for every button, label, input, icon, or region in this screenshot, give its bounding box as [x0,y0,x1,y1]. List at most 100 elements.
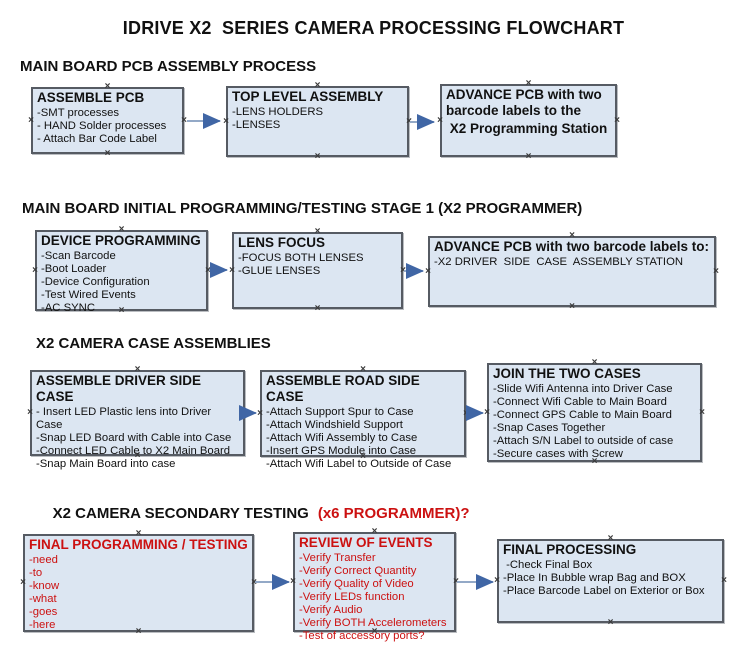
box-item: -Connect GPS Cable to Main Board [493,409,672,421]
connection-point-icon [399,267,407,275]
box-item: -SMT processes [37,107,120,119]
box-items: X2 Programming Station [446,120,612,137]
box-advance-pcb-programming-station: ADVANCE PCB with two barcode labels to t… [440,84,617,157]
box-item: -Snap Cases Together [493,422,606,434]
connection-point-icon [19,579,27,587]
box-items: -Slide Wifi Antenna into Driver Case -Con… [493,383,697,461]
box-items: -Check Final Box-Place In Bubble wrap Ba… [503,559,719,598]
box-item: -LENSES [232,119,281,131]
box-title: ASSEMBLE PCB [37,90,145,105]
section-header-secondary-testing-text: X2 CAMERA SECONDARY TESTING [52,505,309,522]
box-item: -FOCUS BOTH LENSES [238,252,364,264]
connection-point-icon [250,579,258,587]
connection-point-icon [483,409,491,417]
connection-point-icon [452,578,460,586]
box-item: -Test of accessory ports? [299,630,425,642]
box-advance-pcb-driver-side-station: ADVANCE PCB with two barcode labels to: … [428,236,716,307]
box-item: -Attach Wifi Label to Outside of Case [266,458,452,470]
connection-point-icon [289,578,297,586]
connection-point-icon [26,409,34,417]
box-title: ASSEMBLE DRIVER SIDE CASE [36,373,205,404]
connection-point-icon [256,410,264,418]
box-item: -Verify Quality of Video [299,578,414,590]
box-item: -Verify BOTH Accelerometers [299,617,447,629]
box-item: -to [29,567,43,579]
box-title: FINAL PROGRAMMING / TESTING [29,537,248,552]
box-item: -Verify Audio [299,604,363,616]
box-item: - HAND Solder processes [37,120,167,132]
box-item: -Attach Windshield Support [266,419,403,431]
box-item: -Snap Main Board into case [36,458,176,470]
connection-point-icon [405,118,413,126]
box-item: -Verify Transfer [299,552,376,564]
connection-point-icon [568,303,576,311]
box-item: -goes [29,606,58,618]
box-lens-focus: LENS FOCUS -FOCUS BOTH LENSES-GLUE LENSE… [232,232,403,309]
box-items: -LENS HOLDERS-LENSES [232,106,404,132]
connection-point-icon [314,153,322,161]
connection-point-icon [436,117,444,125]
box-title: FINAL PROCESSING [503,542,637,557]
box-item: -Check Final Box [503,559,593,571]
connection-point-icon [314,305,322,313]
connection-point-icon [180,117,188,125]
box-item: -Place In Bubble wrap Bag and BOX [503,572,686,584]
box-item: -Test Wired Events [41,289,136,301]
connection-point-icon [525,153,533,161]
section-header-pcb-assembly: MAIN BOARD PCB ASSEMBLY PROCESS [20,58,317,75]
box-item: -Attach S/N Label to outside of case [493,435,674,447]
box-assemble-road-side-case: ASSEMBLE ROAD SIDE CASE -Attach Support … [260,370,466,470]
box-title: ASSEMBLE ROAD SIDE CASE [266,373,424,404]
box-item: -Scan Barcode [41,250,116,262]
box-item: -Verify LEDs function [299,591,405,603]
box-item: -Attach Wifi Assembly to Case [266,432,418,444]
connection-point-icon [698,409,706,417]
box-item: -Verify Correct Quantity [299,565,417,577]
box-items: - Insert LED Plastic lens into Driver Ca… [36,406,240,471]
box-item: -Snap LED Board with Cable into Case [36,432,232,444]
connection-point-icon [241,409,249,417]
box-item: -Boot Loader [41,263,107,275]
connection-point-icon [462,410,470,418]
box-item: - Attach Bar Code Label [37,133,157,145]
box-item: -Insert GPS Module into Case [266,445,417,457]
section-header-initial-programming: MAIN BOARD INITIAL PROGRAMMING/TESTING S… [22,200,583,217]
connection-point-icon [613,117,621,125]
box-items: -Scan Barcode-Boot Loader-Device Configu… [41,250,203,315]
box-title: ADVANCE PCB with two barcode labels to: [434,239,710,254]
box-item: X2 Programming Station [446,121,608,136]
box-title: LENS FOCUS [238,235,326,250]
box-item: -GLUE LENSES [238,265,321,277]
box-title: JOIN THE TWO CASES [493,366,641,381]
box-item: -Connect LED Cable to X2 Main Board [36,445,231,457]
section-header-secondary-testing: X2 CAMERA SECONDARY TESTING (x6 PROGRAMME… [36,488,470,539]
box-title: ADVANCE PCB with two barcode labels to t… [446,87,606,118]
box-items: -FOCUS BOTH LENSES-GLUE LENSES [238,252,398,278]
box-review-of-events: REVIEW OF EVENTS -Verify Transfer-Verify… [293,532,456,642]
connection-point-icon [228,267,236,275]
box-items: -SMT processes- HAND Solder processes- A… [37,107,179,146]
box-final-processing: FINAL PROCESSING -Check Final Box-Place … [497,539,724,623]
box-items: -Attach Support Spur to Case-Attach Wind… [266,406,461,471]
box-items: -X2 DRIVER SIDE CASE ASSEMBLY STATION [434,256,711,269]
box-item: - Insert LED Plastic lens into Driver Ca… [36,406,215,431]
box-item: -AC SYNC [41,302,95,314]
box-item: -Slide Wifi Antenna into Driver Case [493,383,673,395]
section-header-case-assemblies: X2 CAMERA CASE ASSEMBLIES [36,335,271,352]
connection-point-icon [712,268,720,276]
box-items: -need-to-know-what-goes-here [29,554,249,632]
box-item: -what [29,593,57,605]
box-item: -X2 DRIVER SIDE CASE ASSEMBLY STATION [434,256,684,268]
box-item: -Attach Support Spur to Case [266,406,414,418]
connection-point-icon [720,577,728,585]
connection-point-icon [222,118,230,126]
connection-point-icon [424,268,432,276]
connection-point-icon [204,267,212,275]
section-header-x6-programmer-note: (x6 PROGRAMMER)? [317,505,470,522]
box-item: -need [29,554,58,566]
box-assemble-pcb: ASSEMBLE PCB -SMT processes- HAND Solder… [31,87,184,154]
connection-point-icon [31,267,39,275]
connection-point-icon [493,577,501,585]
box-item: -know [29,580,60,592]
